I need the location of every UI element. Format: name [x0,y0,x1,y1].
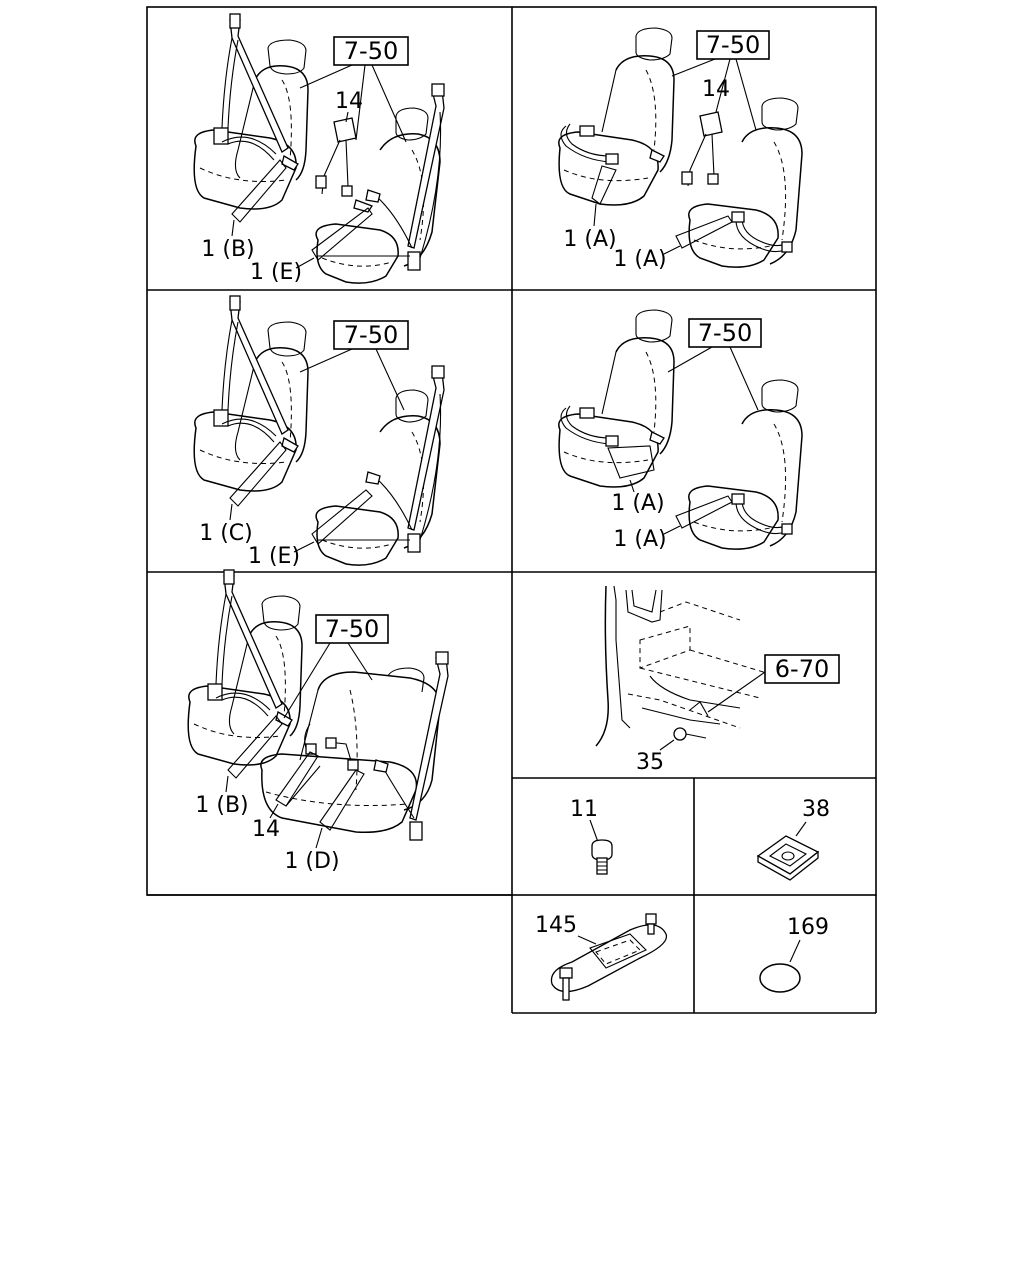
panel-grid [146,6,877,1014]
part-label: 14 [252,817,280,842]
center-belt-strap [333,117,357,143]
panel-2: 7-50 14 1 (A) 1 (A) [558,27,803,272]
ref-label: 7-50 [325,615,379,643]
bolt-icon [591,839,613,875]
part-label: 1 (B) [195,793,248,818]
ref-label: 7-50 [706,31,760,59]
ref-box [696,30,770,60]
panel-4: 7-50 1 (A) 1 (A) [558,309,803,552]
part-label: 1 (E) [250,260,302,285]
ref-box [315,614,389,644]
panel-1: 7-50 14 1 (B) 1 (E) [193,13,445,285]
part-label: 1 (A) [563,227,616,252]
part-label: 145 [535,913,577,938]
part-label: 1 (C) [199,521,253,546]
part-label: 1 (B) [201,237,254,262]
square-nut-icon [756,835,820,881]
part-label: 11 [570,797,598,822]
part-label: 1 (A) [613,527,666,552]
panel-9: 145 [535,913,668,1001]
part-label: 14 [702,77,730,102]
ref-box [333,36,409,66]
part-label: 14 [335,89,363,114]
ref-label: 6-70 [775,655,829,683]
bracket-icon [550,913,668,1001]
seal-icon [759,963,801,993]
part-label: 1 (A) [613,247,666,272]
ref-box [688,318,762,348]
part-label: 169 [787,915,829,940]
ref-label: 7-50 [344,37,398,65]
panel-10: 169 [759,915,829,993]
ref-box [333,320,409,350]
panel-6: 6-70 35 [595,585,840,775]
ref-label: 7-50 [698,319,752,347]
ref-label: 7-50 [344,321,398,349]
part-label: 38 [802,797,830,822]
part-label: 1 (A) [611,491,664,516]
panel-5: 7-50 1 (B) 14 1 (D) [187,569,449,874]
part-label: 1 (D) [284,849,339,874]
panel-7: 11 [570,797,613,875]
part-label: 35 [636,750,664,775]
ref-box [764,654,840,684]
clip-35 [673,727,687,741]
part-label: 1 (E) [248,544,300,569]
panel-3: 7-50 1 (C) 1 (E) [193,295,445,569]
panel-8: 38 [756,797,830,881]
